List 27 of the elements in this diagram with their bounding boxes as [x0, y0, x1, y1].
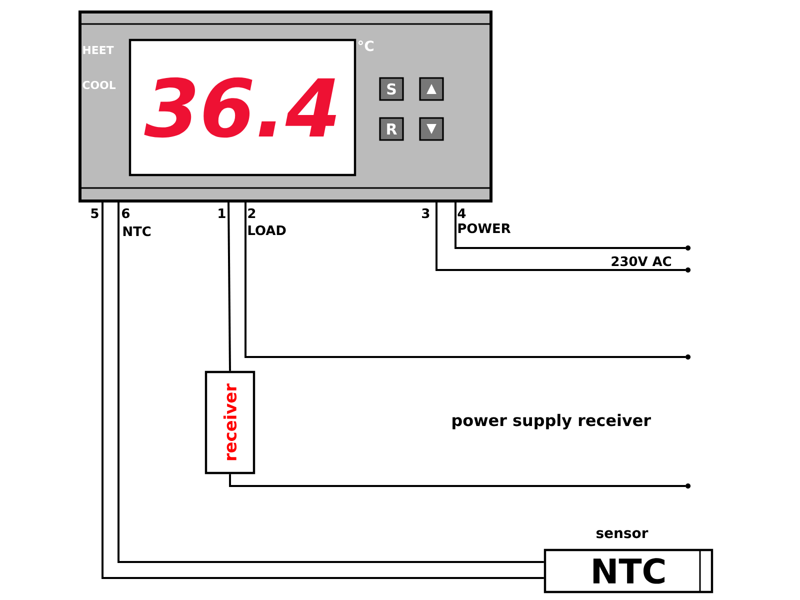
button: ▼: [419, 117, 444, 141]
pin-number: 5: [91, 208, 98, 218]
pin-number: 2: [248, 208, 256, 218]
pin-label: LOAD: [248, 225, 286, 236]
receiver-box: receiver: [204, 370, 256, 474]
caption: power supply receiver: [452, 414, 651, 430]
button: S: [379, 77, 404, 101]
wire: [228, 202, 231, 371]
wire: [244, 202, 686, 358]
pin-label: NTC: [123, 226, 151, 236]
wire: [454, 202, 686, 249]
wire: [436, 202, 686, 271]
pin-number: 3: [422, 208, 430, 218]
button: R: [379, 117, 404, 141]
unit-label: °C: [358, 40, 374, 52]
button: ▲: [419, 77, 444, 101]
voltage-label: 230V AC: [612, 256, 671, 266]
wire: [229, 474, 686, 487]
sensor-box: NTC: [544, 548, 714, 594]
pin-number: 1: [218, 208, 226, 218]
pin-label: POWER: [458, 223, 511, 234]
indicator-label: HEET: [83, 46, 114, 54]
sensor-label: sensor: [596, 530, 648, 538]
indicator-label: COOL: [82, 80, 116, 90]
display-screen: 36.4: [128, 38, 356, 176]
pin-number: 6: [122, 208, 130, 218]
pin-number: 4: [458, 208, 466, 218]
